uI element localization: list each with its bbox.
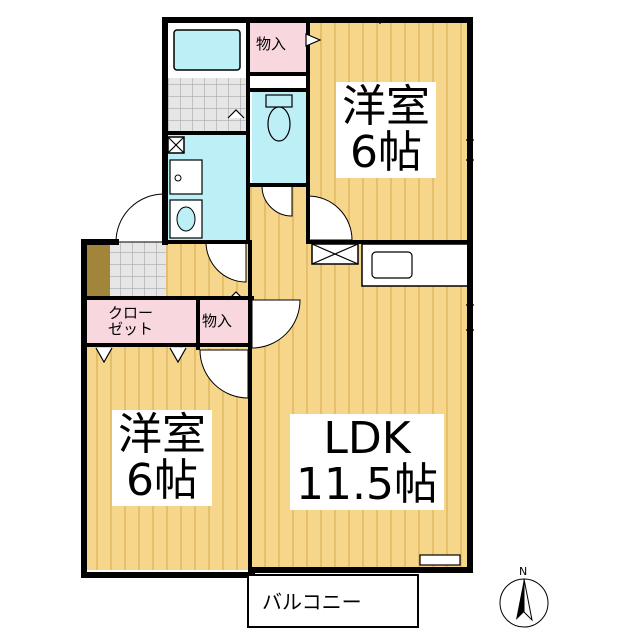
floor-unit: [419, 554, 461, 566]
storage-middle-label: 物入: [202, 312, 233, 330]
closet-label: クロー ゼット: [108, 304, 154, 338]
door-wash: [205, 241, 247, 283]
compass-north-label: N: [519, 565, 528, 578]
bathtub: [173, 29, 241, 71]
room-ne-name: 洋室: [342, 81, 430, 132]
compass-needle: [516, 579, 524, 620]
ldk-label: LDK 11.5帖: [290, 413, 444, 511]
room-sw-label: 洋室 6帖: [112, 409, 212, 507]
storage-top: [250, 20, 306, 74]
door-entry: [115, 193, 165, 243]
basin-bowl: [176, 206, 196, 232]
balcony: [247, 574, 419, 628]
room-ne-label: 洋室 6帖: [336, 81, 436, 179]
inner-walls: [82, 18, 472, 577]
toilet-tank: [265, 94, 293, 108]
door-ldk: [251, 299, 301, 349]
kitchen-sink: [371, 251, 413, 279]
closet-line1: クロー: [108, 304, 154, 322]
room-sw-name: 洋室: [118, 409, 206, 460]
compass: [499, 578, 549, 628]
room-sw-size: 6帖: [126, 455, 198, 507]
closet: [86, 300, 198, 345]
storage-middle: [198, 300, 250, 348]
toilet-bowl: [267, 106, 291, 142]
windows: [129, 18, 474, 578]
balcony-label: バルコニー: [262, 590, 362, 614]
bath-tile: [166, 78, 248, 133]
door-room-ne: [307, 195, 353, 241]
room-ne-size: 6帖: [350, 127, 422, 179]
shoe-box: [84, 242, 110, 298]
storage-top-label: 物入: [256, 35, 287, 53]
closet-line2: ゼット: [108, 319, 154, 338]
ldk-size: 11.5帖: [296, 459, 438, 511]
ldk-name: LDK: [323, 413, 411, 464]
door-toilet: [261, 185, 293, 217]
washer-drum: [174, 174, 182, 182]
door-room-sw: [199, 349, 249, 399]
